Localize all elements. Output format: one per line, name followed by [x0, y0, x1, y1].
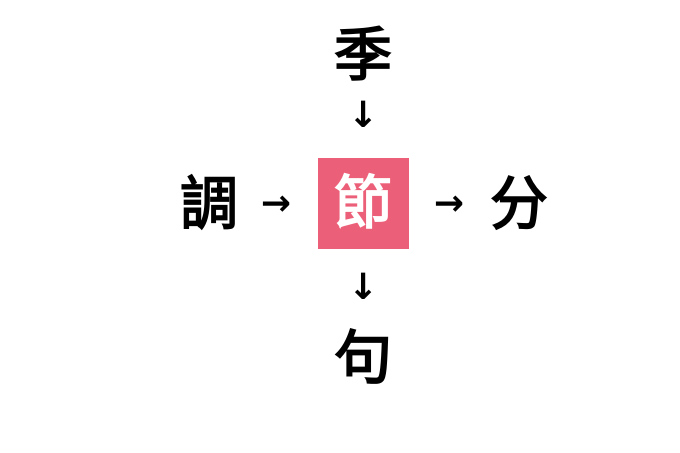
arrow-down-bottom: ↓ [348, 267, 379, 308]
arrow-down-top: ↓ [348, 95, 379, 136]
right-kanji: 分 [489, 170, 548, 238]
answer-box: 節 [318, 158, 409, 249]
top-kanji: 季 [333, 21, 392, 89]
arrow-right-left: → [260, 183, 292, 224]
center-kanji: 節 [333, 169, 392, 237]
left-kanji: 調 [179, 170, 238, 238]
arrow-right-center: → [433, 183, 465, 224]
bottom-kanji: 句 [333, 324, 392, 392]
